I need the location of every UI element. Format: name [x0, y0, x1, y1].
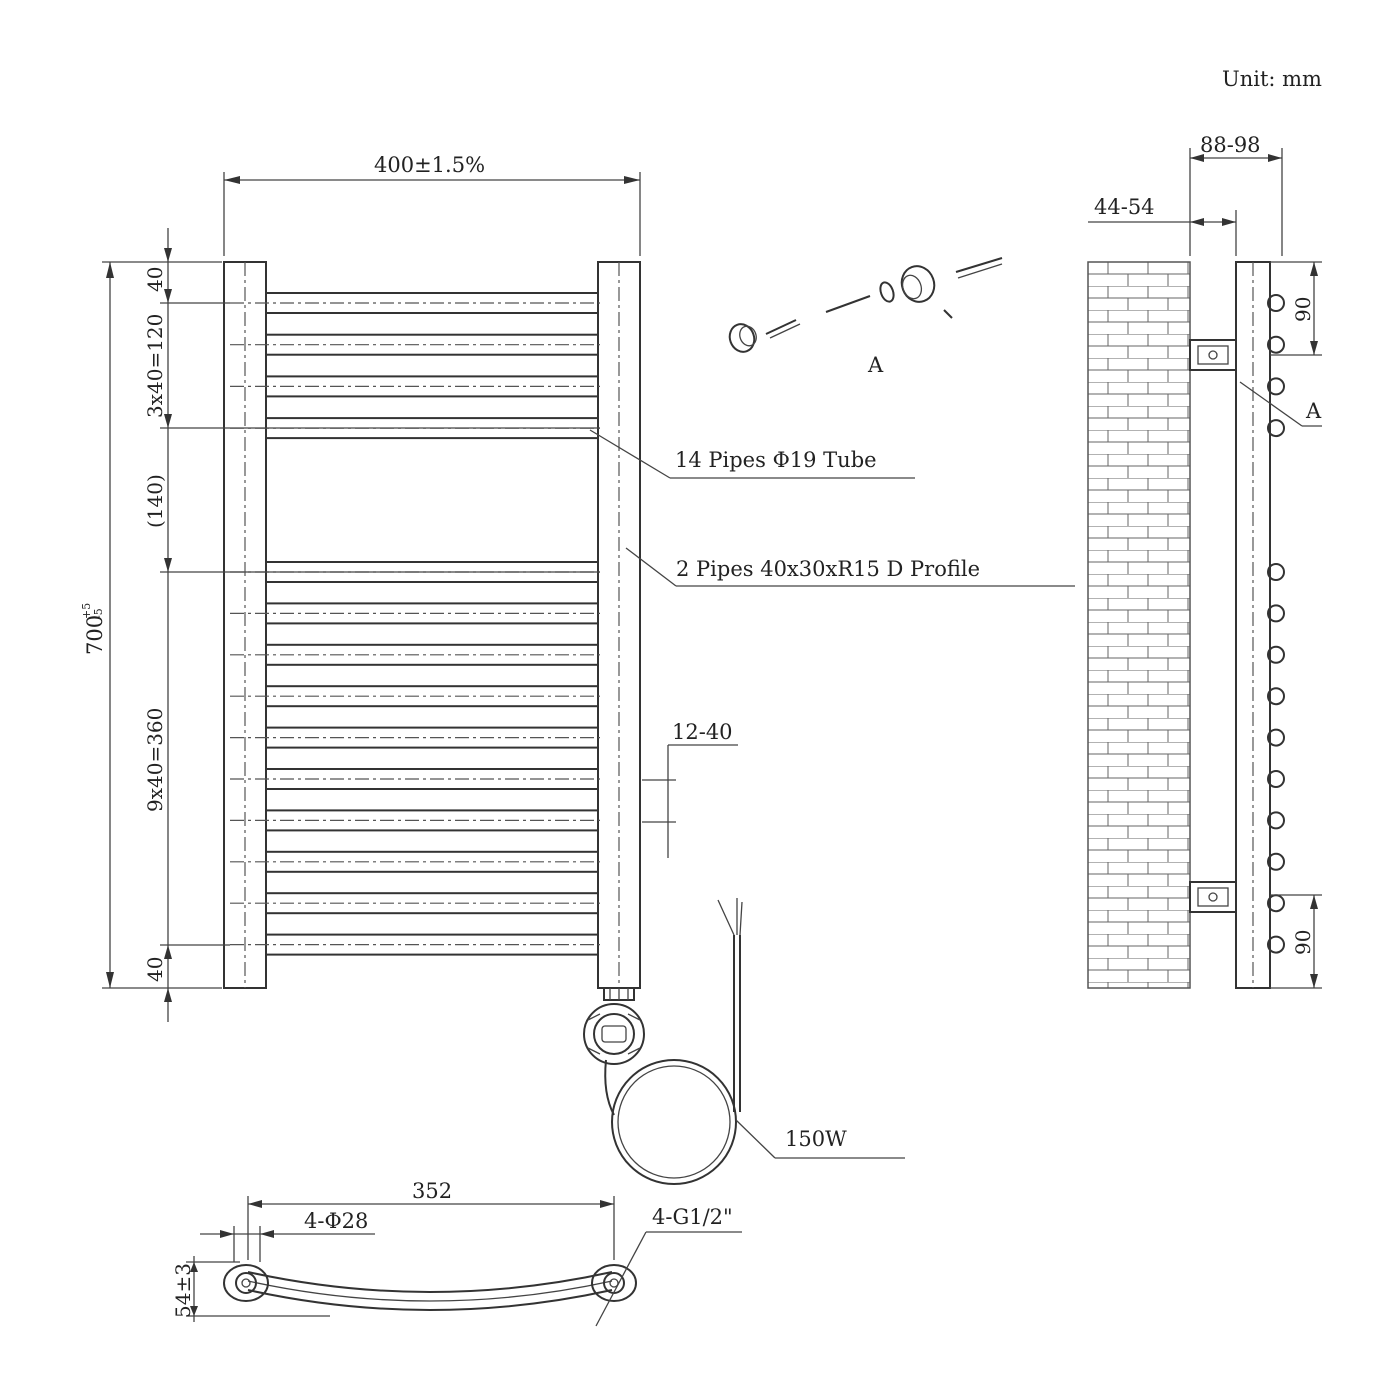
- right-valve-icon: [591, 1264, 637, 1302]
- front-view: 400±1.5% 700 +5 -5 40 3x40=120 (140): [80, 153, 1075, 1185]
- height-tolerance-lower: -5: [92, 608, 105, 619]
- bracket-detail: A: [728, 257, 1003, 377]
- tube-end: [1267, 687, 1285, 706]
- tube-end: [1267, 852, 1285, 871]
- tube-rail: [230, 809, 600, 832]
- tube-rail: [230, 643, 600, 666]
- tube-rail: [230, 892, 600, 915]
- thread-spec: 4-G1/2": [652, 1205, 733, 1229]
- tube-end: [1267, 604, 1285, 623]
- wall-bracket-icon: [728, 257, 1003, 353]
- centers-dimension: 352: [412, 1179, 452, 1203]
- side-view: 44-54 88-98 90 90 A: [1087, 133, 1322, 989]
- tube-end: [1267, 419, 1285, 438]
- tube-end: [1267, 563, 1285, 581]
- side-bottom-spacing: 90: [1291, 930, 1315, 955]
- spacing-bottom-group: 9x40=360: [143, 708, 167, 812]
- hole-spec: 4-Φ28: [304, 1209, 368, 1233]
- tube-rail: [230, 768, 600, 790]
- element-range-callout: 12-40: [672, 720, 733, 744]
- offset-dimension: 54±3: [171, 1263, 195, 1318]
- spacing-top-group: 3x40=120: [143, 314, 167, 418]
- thermostat-knob-icon: [583, 1003, 645, 1065]
- tube-rail: [230, 292, 600, 314]
- tube-rail: [230, 375, 600, 398]
- power-cable-icon: [604, 898, 743, 1185]
- bottom-bracket-icon: [1189, 881, 1237, 913]
- tube-rail: [230, 685, 600, 708]
- top-bracket-icon: [1189, 339, 1237, 371]
- wall-section: [1087, 261, 1191, 989]
- tube-end: [1267, 728, 1285, 747]
- spacing-bottom-offset: 40: [143, 957, 167, 982]
- tube-rails: [230, 292, 600, 956]
- detail-a-label: A: [867, 353, 884, 377]
- wall-range-dimension: 44-54: [1094, 195, 1155, 219]
- tube-end: [1267, 935, 1285, 954]
- tube-rail: [230, 726, 600, 749]
- tube-end: [1267, 645, 1285, 664]
- unit-label: Unit: mm: [1222, 67, 1322, 91]
- side-tube-ends: [1267, 294, 1285, 954]
- left-valve-icon: [223, 1264, 269, 1302]
- profile-callout: 2 Pipes 40x30xR15 D Profile: [676, 557, 980, 581]
- power-callout: 150W: [785, 1127, 847, 1151]
- tube-rail: [230, 850, 600, 873]
- spacing-top-offset: 40: [143, 267, 167, 292]
- height-dimension: 700: [83, 615, 107, 655]
- tube-rail: [230, 333, 600, 356]
- tube-end: [1267, 335, 1285, 354]
- tube-rail: [230, 933, 600, 956]
- tubes-callout: 14 Pipes Φ19 Tube: [675, 448, 877, 472]
- side-top-spacing: 90: [1291, 297, 1315, 322]
- spacing-gap: (140): [143, 474, 167, 528]
- tube-rail: [230, 602, 600, 625]
- height-tolerance-upper: +5: [80, 603, 93, 619]
- tube-end: [1267, 377, 1285, 396]
- width-dimension: 400±1.5%: [374, 153, 485, 177]
- side-detail-marker: A: [1305, 399, 1322, 423]
- tube-end: [1267, 811, 1285, 830]
- tube-end: [1267, 770, 1285, 788]
- depth-range-dimension: 88-98: [1200, 133, 1261, 157]
- tube-end: [1267, 294, 1285, 312]
- top-view: 352 4-Φ28 4-G1/2" 54±3: [171, 1179, 742, 1327]
